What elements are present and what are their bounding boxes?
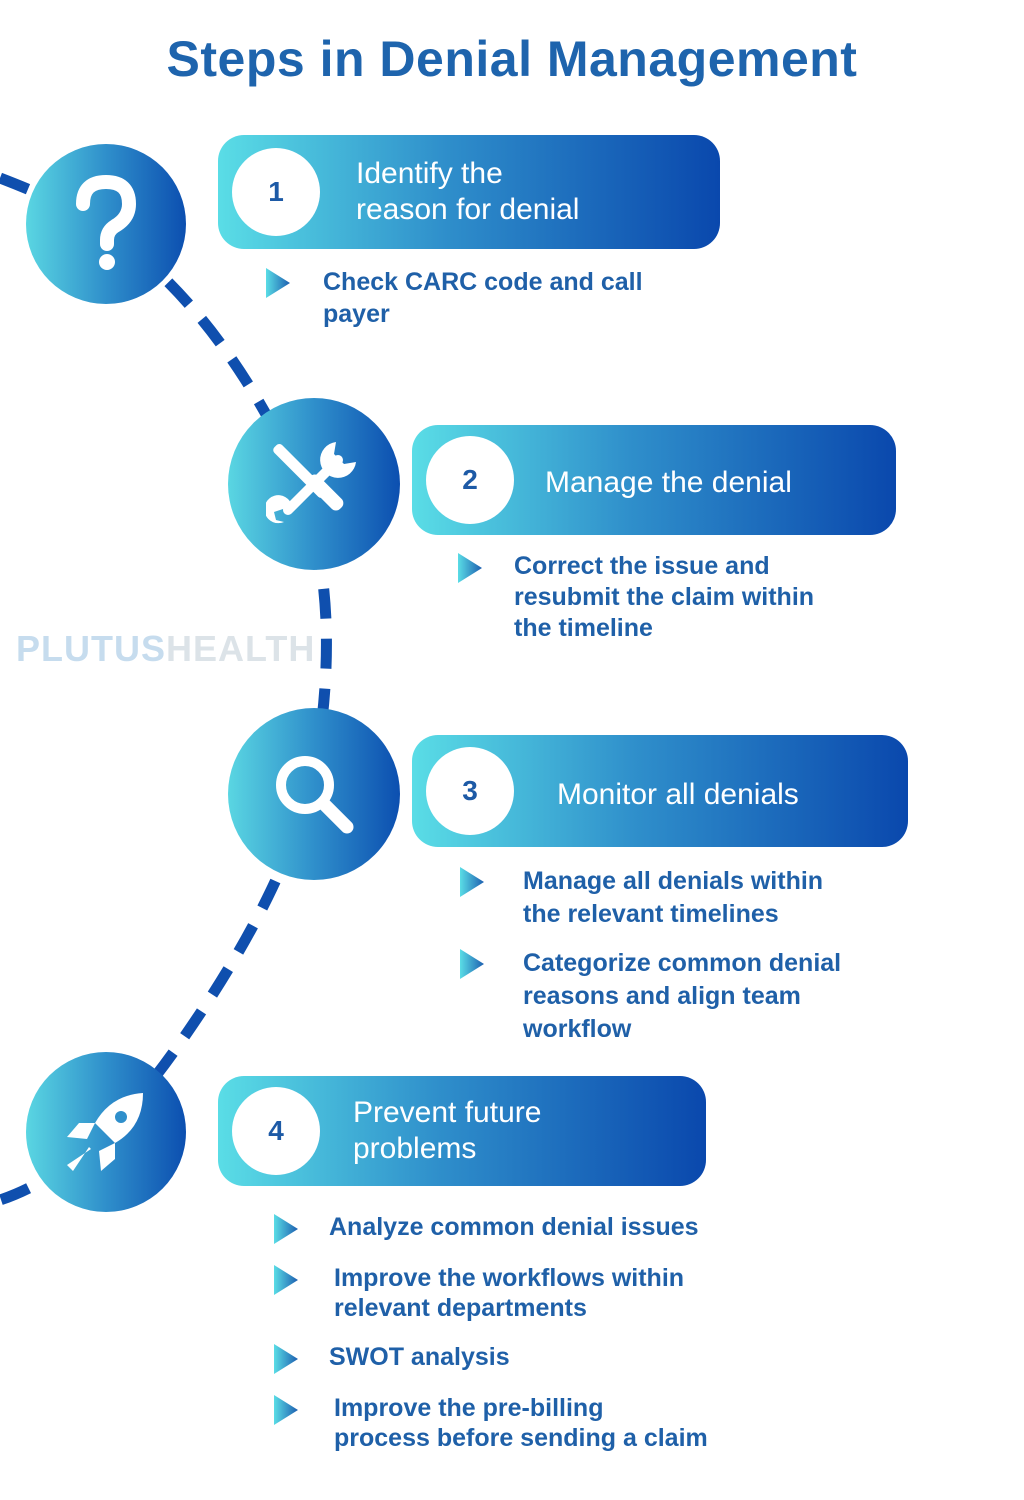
step-1-bullet: Check CARC code and call payer (264, 266, 643, 330)
step-2-heading: Manage the denial (545, 466, 792, 499)
step-4-bullet-1: Analyze common denial issues (272, 1212, 699, 1246)
rocket-icon (67, 1093, 143, 1171)
step-3-icon-circle (228, 708, 400, 880)
step-2-bullet: Correct the issue and resubmit the claim… (456, 551, 814, 644)
step-1-heading: Identify the reason for denial (356, 157, 580, 226)
step-1-banner: 1 Identify the reason for denial (218, 135, 720, 249)
bullet-arrow-icon (274, 1214, 298, 1244)
step-4-bullet-1-text: Analyze common denial issues (329, 1213, 699, 1241)
question-icon (76, 174, 137, 270)
step-3-bullet-1-text: Manage all denials within the relevant t… (523, 867, 824, 928)
step-4-bullet-3: SWOT analysis (272, 1342, 510, 1376)
bullet-arrow-icon (274, 1344, 298, 1374)
step-1-icon-circle (26, 144, 186, 304)
step-4-bullet-4: Improve the pre-billing process before s… (272, 1393, 708, 1453)
step-1-bullet-text: Check CARC code and call payer (323, 268, 643, 328)
step-3-number: 3 (426, 747, 514, 835)
step-4-bullet-4-text: Improve the pre-billing process before s… (334, 1394, 708, 1452)
step-3-heading: Monitor all denials (557, 778, 799, 811)
step-3-bullet-2: Categorize common denial reasons and ali… (458, 947, 841, 1046)
step-3-bullet-1: Manage all denials within the relevant t… (458, 865, 823, 931)
step-4-bullet-2-text: Improve the workflows within relevant de… (334, 1264, 685, 1322)
step-4-number: 4 (232, 1087, 320, 1175)
step-4-heading: Prevent future problems (353, 1096, 542, 1165)
magnifier-icon (276, 756, 354, 834)
step-2-number: 2 (426, 436, 514, 524)
bullet-arrow-icon (266, 268, 290, 298)
step-2-banner: 2 Manage the denial (412, 425, 896, 535)
step-3-banner: 3 Monitor all denials (412, 735, 908, 847)
step-2-bullet-text: Correct the issue and resubmit the claim… (514, 552, 815, 642)
step-3-bullet-2-text: Categorize common denial reasons and ali… (523, 949, 842, 1043)
step-4-banner: 4 Prevent future problems (218, 1076, 706, 1186)
bullet-arrow-icon (274, 1395, 298, 1425)
step-2-icon-circle (228, 398, 400, 570)
step-4-bullet-2: Improve the workflows within relevant de… (272, 1263, 684, 1323)
bullet-arrow-icon (460, 949, 484, 979)
step-4-bullet-3-text: SWOT analysis (329, 1343, 510, 1371)
bullet-arrow-icon (274, 1265, 298, 1295)
step-4-icon-circle (26, 1052, 186, 1212)
step-1-number: 1 (232, 148, 320, 236)
bullet-arrow-icon (458, 553, 482, 583)
tools-icon (266, 442, 356, 524)
bullet-arrow-icon (460, 867, 484, 897)
watermark-logo: PLUTUSHEALTH (16, 628, 316, 669)
page-title: Steps in Denial Management (166, 31, 858, 87)
